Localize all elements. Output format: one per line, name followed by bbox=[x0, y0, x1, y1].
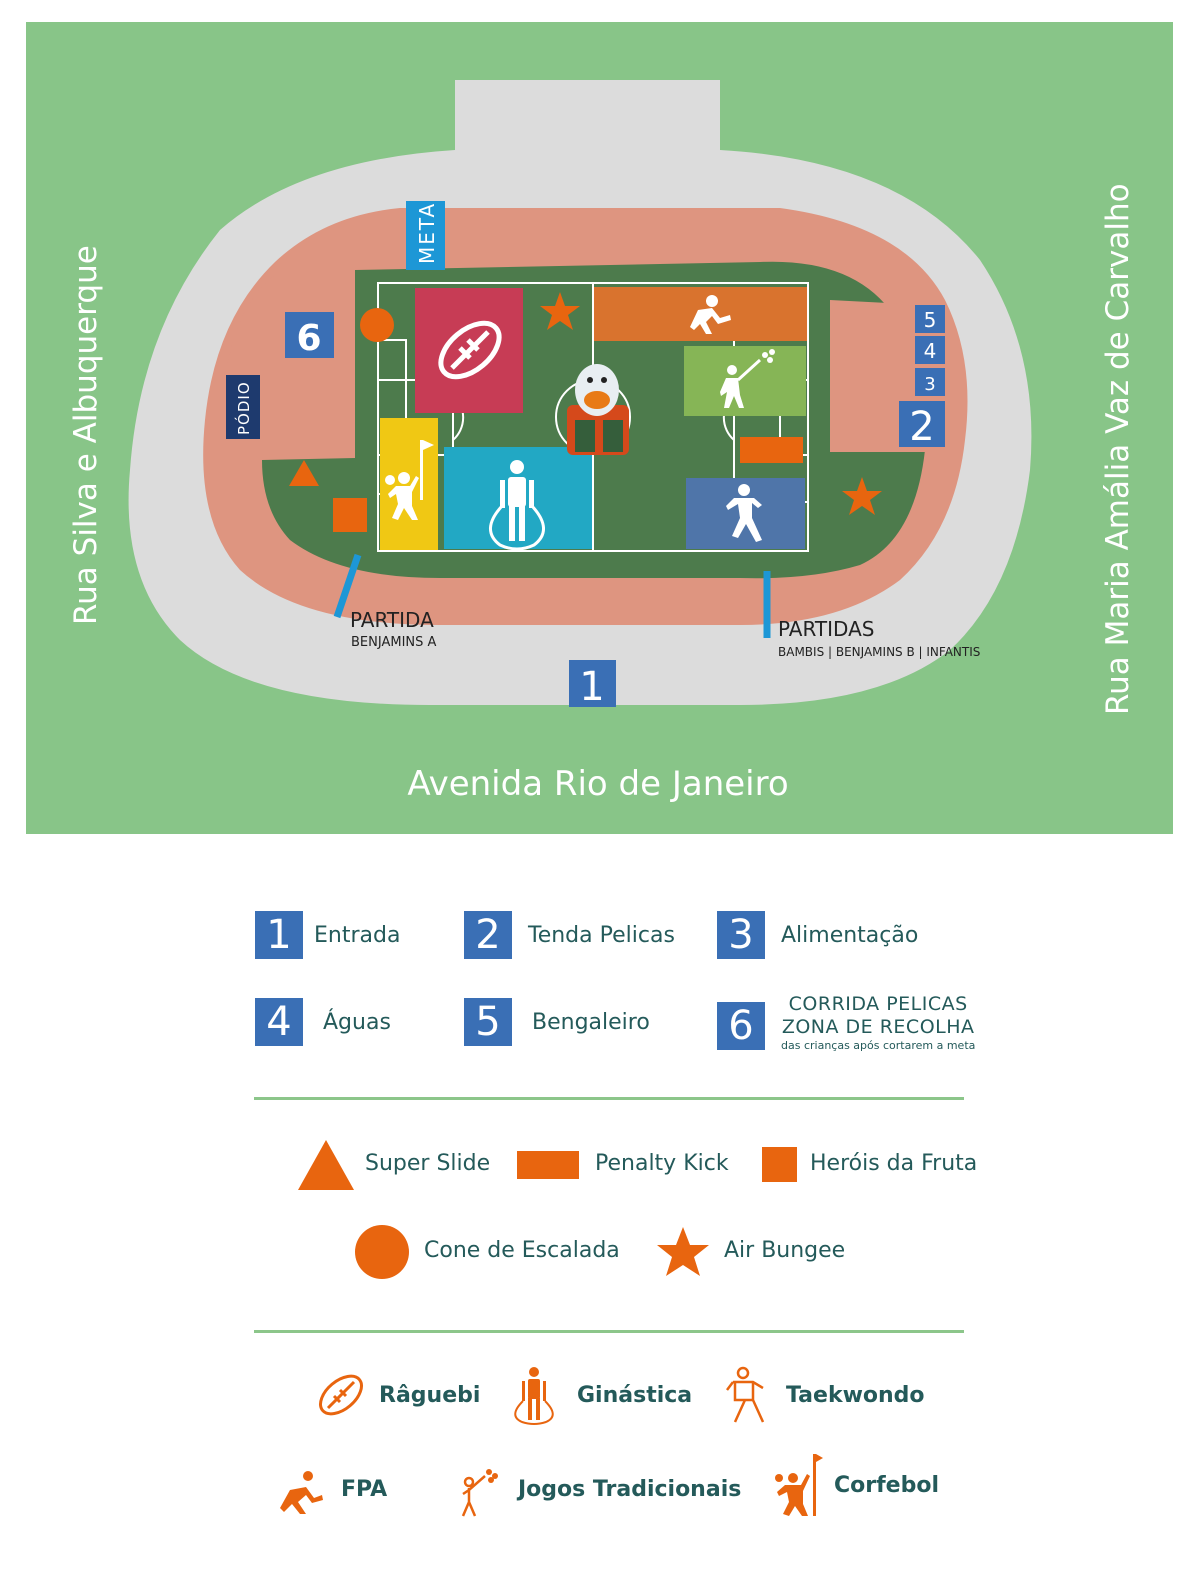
marker-5: 5 bbox=[924, 308, 937, 332]
legend-item-2: 2 Tenda Pelicas bbox=[464, 911, 675, 959]
runner-legend-icon bbox=[280, 1471, 323, 1514]
korfball-legend-icon bbox=[775, 1454, 823, 1516]
air-bungee-label: Air Bungee bbox=[724, 1238, 846, 1263]
rugby-ball-icon bbox=[438, 320, 502, 380]
street-left: Rua Silva e Albuquerque bbox=[68, 245, 104, 625]
legend-label-1: Entrada bbox=[314, 922, 401, 948]
marker-6: 6 bbox=[296, 318, 321, 359]
juggling-legend-icon bbox=[461, 1469, 498, 1517]
air-bungee-legend-icon bbox=[657, 1227, 709, 1276]
rugby-label: Râguebi bbox=[379, 1383, 481, 1408]
korfball-label: Corfebol bbox=[834, 1473, 940, 1498]
legend-item-6: 6 CORRIDA PELICAS ZONA DE RECOLHA das cr… bbox=[717, 993, 975, 1053]
penalty-kick-label: Penalty Kick bbox=[595, 1151, 729, 1176]
taekwondo-legend-icon bbox=[726, 1366, 765, 1423]
divider-1 bbox=[254, 1097, 964, 1100]
gymnastics-label: Ginástica bbox=[577, 1383, 693, 1408]
marker-1-box bbox=[569, 660, 616, 707]
legend-label-6-line3: das crianças após cortarem a meta bbox=[781, 1039, 976, 1052]
legend-label-4: Águas bbox=[323, 1009, 391, 1035]
fruit-heroes-label: Heróis da Fruta bbox=[810, 1151, 978, 1176]
partida-sub: BENJAMINS A bbox=[351, 635, 437, 650]
legend-num-2: 2 bbox=[464, 911, 512, 959]
marker-4: 4 bbox=[924, 339, 937, 363]
start-line-benjamins-a bbox=[333, 553, 362, 619]
fruit-heroes-legend-icon bbox=[762, 1147, 797, 1182]
climbing-cone-legend-icon bbox=[355, 1225, 409, 1279]
jogos-tradicionais-zone bbox=[684, 346, 806, 416]
korfball-icon bbox=[385, 440, 434, 520]
rugby-ball-legend-icon bbox=[319, 1374, 363, 1416]
mascot-duck bbox=[567, 364, 629, 455]
legend-num-3: 3 bbox=[717, 911, 765, 959]
partida-title: PARTIDA bbox=[350, 608, 434, 632]
marker-3-box bbox=[915, 368, 945, 396]
penalty-kick-legend-icon bbox=[517, 1151, 579, 1179]
divider-2 bbox=[254, 1330, 964, 1333]
climbing-cone-label: Cone de Escalada bbox=[424, 1238, 620, 1263]
legend-label-5: Bengaleiro bbox=[532, 1009, 650, 1035]
legend-item-4: 4 Águas bbox=[255, 998, 391, 1046]
podio-box bbox=[226, 375, 260, 439]
fpa-label: FPA bbox=[341, 1477, 388, 1502]
runner-icon bbox=[690, 295, 731, 334]
juggling-icon bbox=[720, 349, 775, 408]
climbing-cone-marker bbox=[360, 308, 394, 342]
marker-5-box bbox=[915, 305, 945, 333]
partidas-sub: BAMBIS | BENJAMINS B | INFANTIS bbox=[778, 645, 980, 659]
legend-num-4: 4 bbox=[255, 998, 303, 1046]
marker-1: 1 bbox=[579, 664, 604, 710]
traditional-games-label: Jogos Tradicionais bbox=[518, 1477, 742, 1502]
jump-rope-legend-icon bbox=[514, 1367, 554, 1425]
marker-4-box bbox=[915, 336, 945, 364]
legend-label-6: CORRIDA PELICAS ZONA DE RECOLHA das cria… bbox=[781, 993, 975, 1053]
jump-rope-icon bbox=[489, 460, 545, 551]
penalty-kick-zone bbox=[740, 437, 803, 463]
legend-item-5: 5 Bengaleiro bbox=[464, 998, 650, 1046]
marker-6-box bbox=[285, 312, 334, 358]
legend-label-6-line1: CORRIDA PELICAS bbox=[788, 993, 968, 1015]
legend-num-1: 1 bbox=[255, 911, 303, 959]
legend-item-1: 1 Entrada bbox=[255, 911, 400, 959]
taekwondo-label: Taekwondo bbox=[786, 1383, 925, 1408]
super-slide-label: Super Slide bbox=[365, 1151, 491, 1176]
air-bungee-marker-right bbox=[842, 477, 882, 515]
street-right: Rua Maria Amália Vaz de Carvalho bbox=[1100, 183, 1136, 715]
legend-label-2: Tenda Pelicas bbox=[528, 922, 675, 948]
marker-2-box bbox=[899, 401, 945, 447]
marker-2: 2 bbox=[909, 404, 934, 450]
super-slide-marker bbox=[289, 460, 319, 486]
super-slide-legend-icon bbox=[298, 1140, 354, 1190]
meta-box bbox=[406, 201, 445, 270]
legend-label-6-line2: ZONA DE RECOLHA bbox=[781, 1016, 975, 1038]
podio-label: PÓDIO bbox=[234, 381, 253, 435]
meta-label: META bbox=[415, 202, 439, 264]
taekwondo-icon bbox=[726, 484, 762, 542]
legend-item-3: 3 Alimentação bbox=[717, 911, 918, 959]
street-bottom: Avenida Rio de Janeiro bbox=[407, 764, 788, 804]
air-bungee-marker bbox=[540, 292, 580, 330]
fruit-heroes-marker bbox=[333, 498, 367, 532]
legend-num-6: 6 bbox=[717, 1001, 765, 1050]
event-map: META PÓDIO 6 5 4 3 2 1 PARTIDA BENJAMINS… bbox=[26, 22, 1173, 834]
legend-label-3: Alimentação bbox=[781, 922, 919, 948]
partidas-title: PARTIDAS bbox=[778, 617, 874, 641]
marker-3: 3 bbox=[924, 374, 935, 395]
legend-num-5: 5 bbox=[464, 998, 512, 1046]
